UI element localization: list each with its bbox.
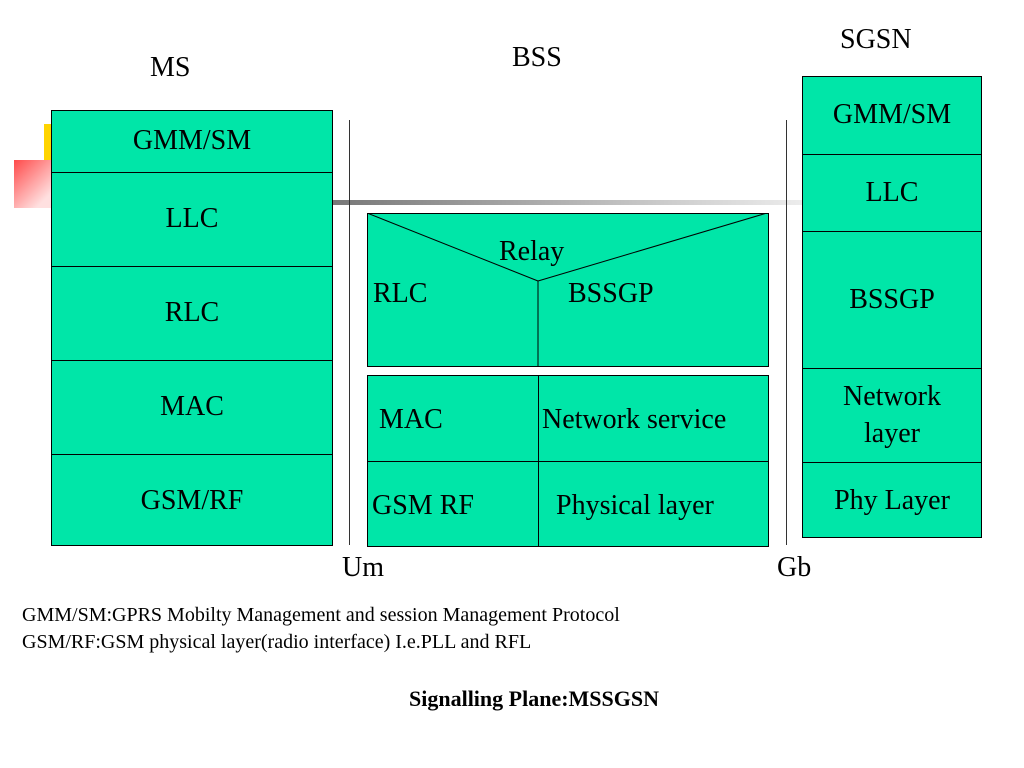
bss-bssgp-label: BSSGP (568, 278, 654, 309)
sgsn-layer-network: Network layer (803, 368, 981, 462)
bss-physical-layer-label: Physical layer (556, 490, 714, 521)
diagram-caption: Signalling Plane:MSSGSN (409, 686, 660, 711)
relay-v-lines (367, 213, 768, 367)
um-label: Um (342, 552, 384, 583)
sgsn-layer-bssgp: BSSGP (803, 231, 981, 368)
bss-network-service-label: Network service (542, 404, 727, 435)
ms-header: MS (150, 52, 191, 83)
gb-label: Gb (777, 552, 812, 583)
bss-lower-box: MAC Network service GSM RF Physical laye… (367, 375, 769, 547)
bss-header: BSS (512, 42, 562, 73)
bss-rlc-label: RLC (373, 278, 428, 309)
ms-stack: GMM/SM LLC RLC MAC GSM/RF (51, 110, 333, 546)
sgsn-layer-phy: Phy Layer (803, 462, 981, 539)
gb-interface-line (786, 120, 787, 545)
sgsn-layer-llc: LLC (803, 154, 981, 231)
sgsn-stack: GMM/SM LLC BSSGP Network layer Phy Layer (802, 76, 982, 538)
accent-red-gradient (14, 160, 54, 208)
bss-mac-label: MAC (379, 404, 443, 435)
ms-layer-llc: LLC (52, 172, 332, 266)
footnote-gsm-rf: GSM/RF:GSM physical layer(radio interfac… (22, 631, 532, 653)
ms-layer-rlc: RLC (52, 266, 332, 360)
accent-gray-rule (330, 200, 810, 205)
ms-layer-mac: MAC (52, 360, 332, 454)
um-interface-line (349, 120, 350, 545)
ms-layer-gmm-sm: GMM/SM (132, 125, 252, 157)
sgsn-header: SGSN (840, 24, 912, 55)
sgsn-layer-gmm-sm: GMM/SM (832, 99, 952, 131)
bss-relay-label: Relay (499, 236, 565, 267)
bss-relay-box: Relay RLC BSSGP (367, 213, 769, 367)
bss-gsm-rf-label: GSM RF (372, 490, 474, 521)
footnote-gmm-sm: GMM/SM:GPRS Mobilty Management and sessi… (22, 604, 620, 626)
bss-lower-divider-h (368, 461, 768, 462)
ms-layer-gsm-rf: GSM/RF (52, 454, 332, 547)
